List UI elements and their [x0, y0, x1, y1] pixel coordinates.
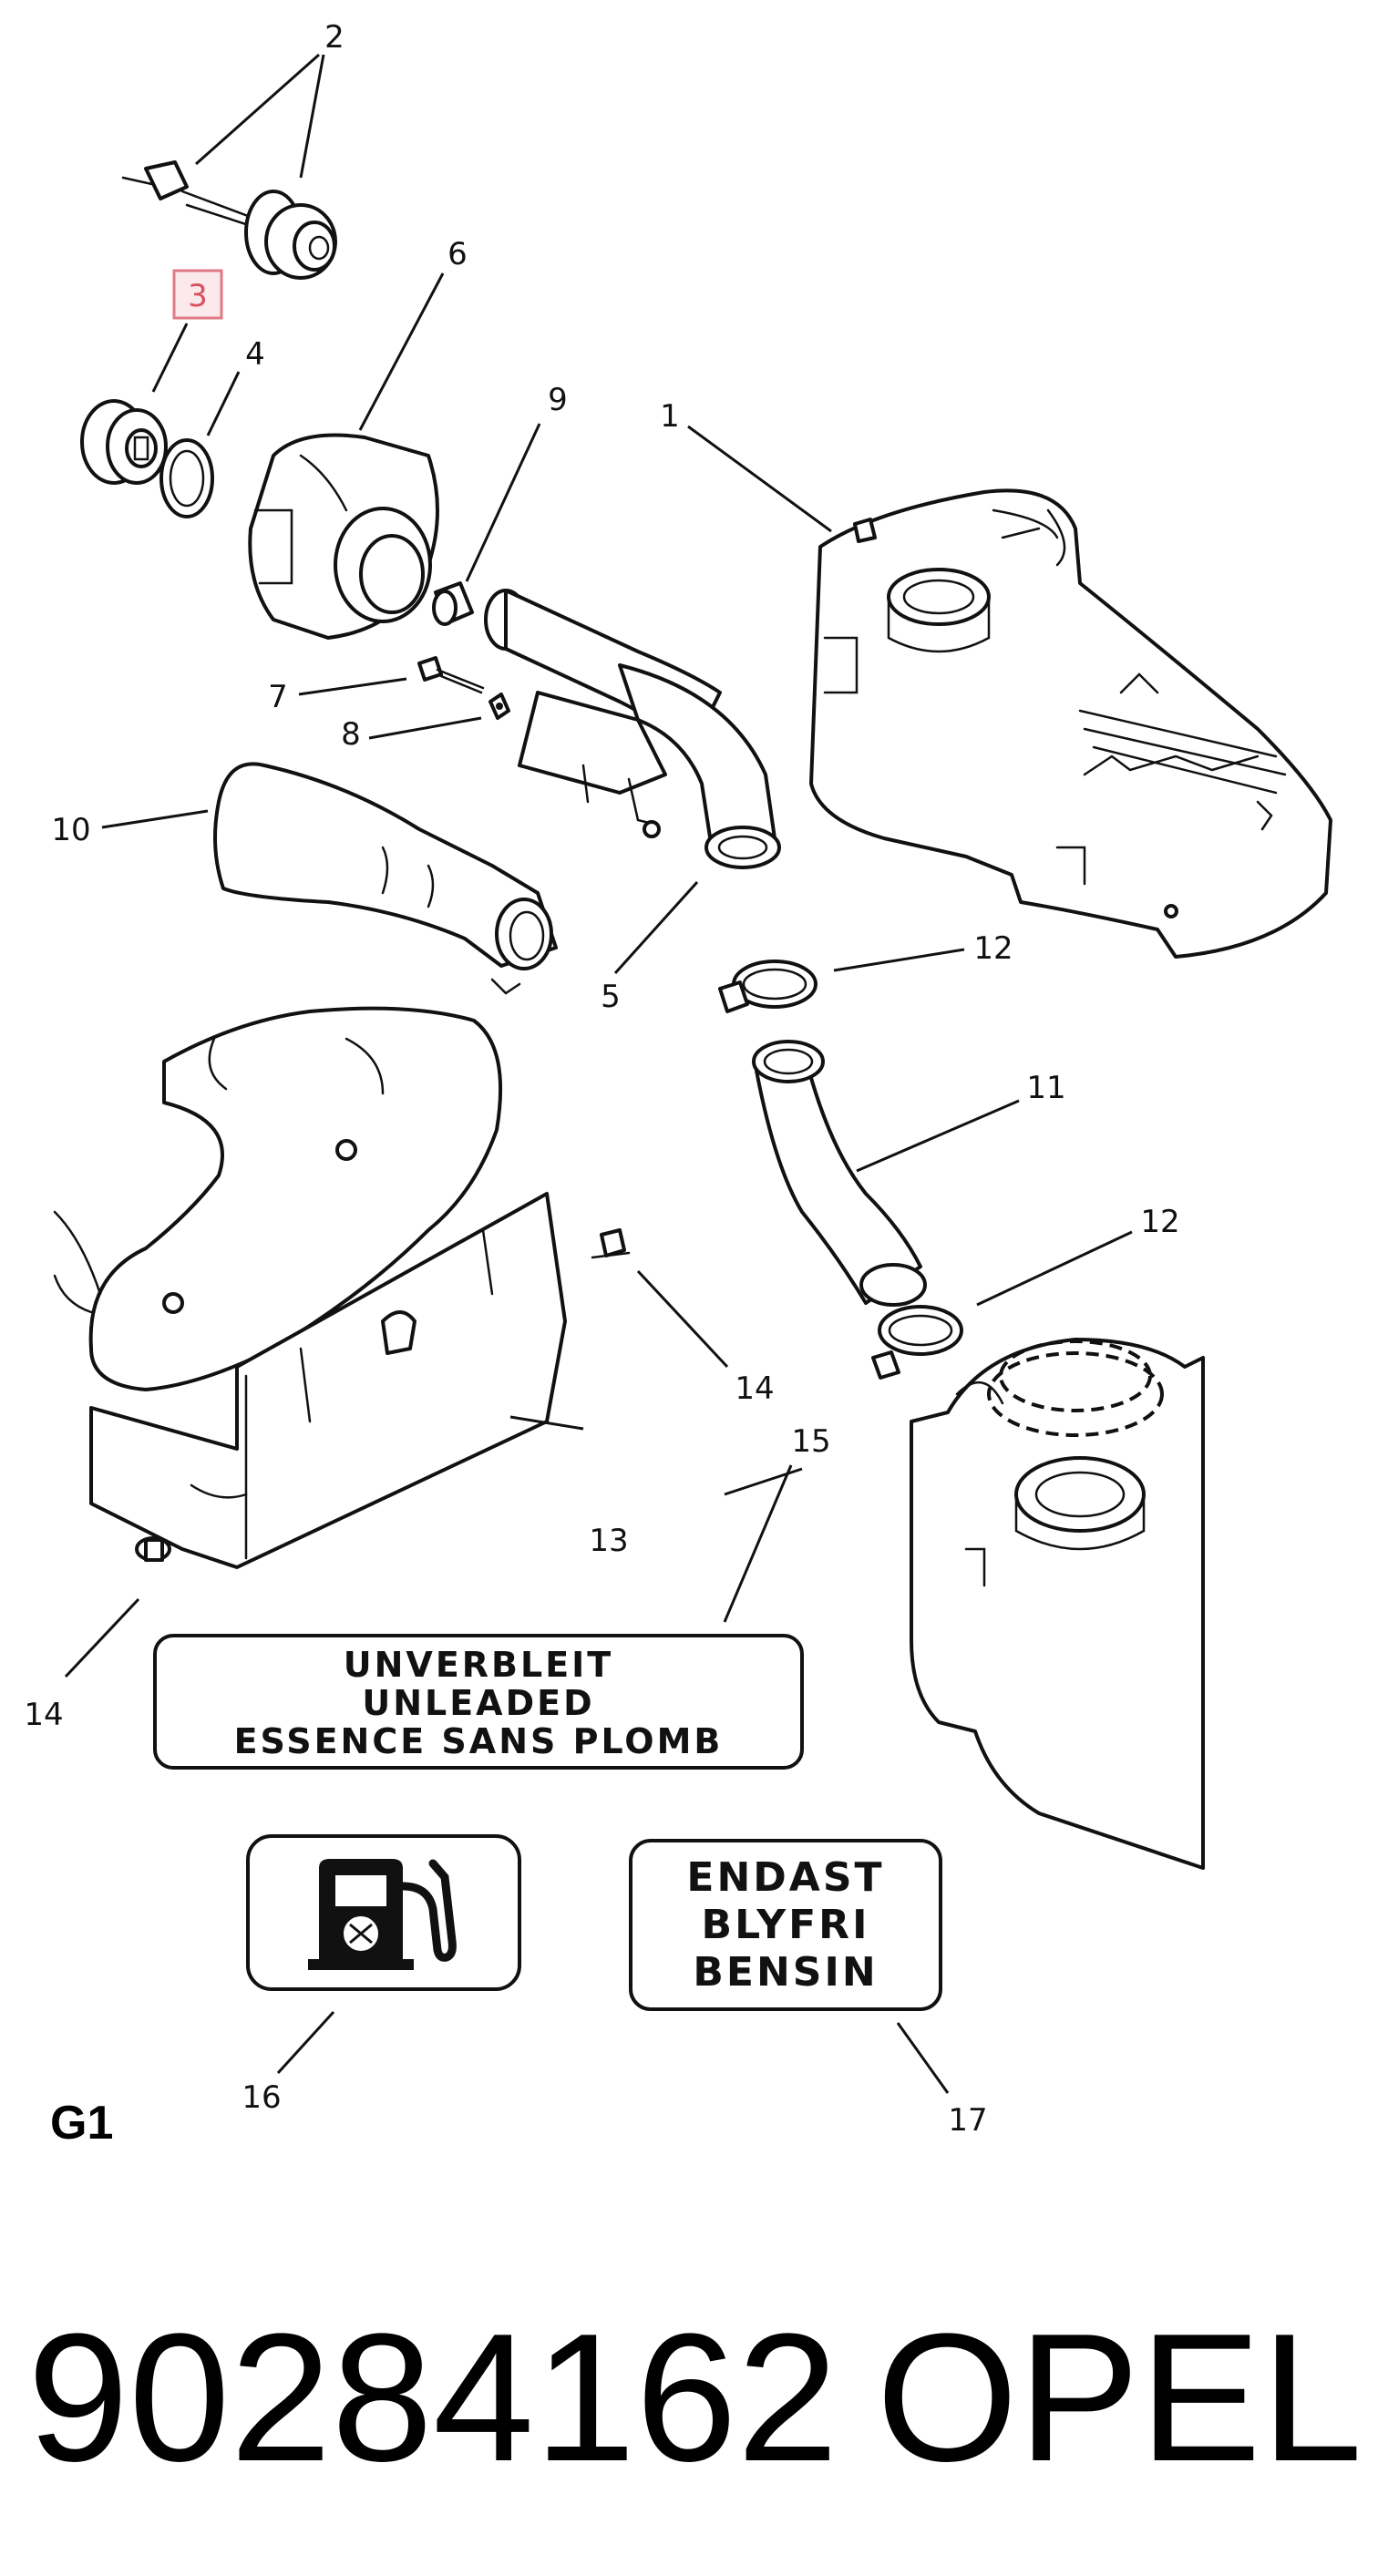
callout-13: 13 [589, 1523, 628, 1559]
callout-numbers: 2 3 4 6 9 1 7 8 10 5 12 11 12 14 15 13 1… [24, 19, 1179, 2139]
part-10-filler-duct [213, 762, 558, 995]
callout-17: 17 [948, 2102, 987, 2139]
callout-10: 10 [51, 812, 90, 848]
part-15-unleaded-sign: UNVERBLEIT UNLEADED ESSENCE SANS PLOMB [153, 1634, 804, 1770]
part-14-nut-lower [135, 1536, 171, 1562]
part-13-heat-shield [89, 1192, 567, 1569]
part-8-washer [488, 693, 510, 720]
callout-16: 16 [242, 2079, 281, 2116]
part-4-seal-ring [159, 438, 214, 518]
part-12-hose-clamp-upper [718, 960, 818, 1013]
sign-15-line-1: UNVERBLEIT [344, 1645, 613, 1685]
sign-17-line-1: ENDAST [686, 1854, 884, 1901]
fuel-tank-lower-view [910, 1338, 1205, 1870]
sign-15-line-3: ESSENCE SANS PLOMB [234, 1721, 724, 1761]
callout-5: 5 [601, 979, 621, 1015]
part-5-filler-neck-pipe [484, 589, 781, 869]
callout-2: 2 [324, 19, 344, 56]
callout-14-lower: 14 [24, 1697, 63, 1733]
part-2-key-and-cap [121, 160, 337, 280]
leader-lines [64, 53, 1133, 2094]
callout-7: 7 [268, 679, 288, 715]
callout-1: 1 [660, 398, 680, 435]
callout-12-upper: 12 [973, 930, 1013, 967]
part-6-filler-housing [248, 433, 439, 640]
callout-3-highlight [172, 269, 223, 320]
part-1-fuel-tank [809, 488, 1332, 959]
part-12-hose-clamp-lower [871, 1305, 963, 1380]
callout-14-upper: 14 [735, 1370, 774, 1407]
part-3-cap [80, 399, 168, 485]
fuel-pump-icon [308, 1859, 457, 1970]
callout-9: 9 [548, 382, 568, 418]
sign-17-line-2: BLYFRI [702, 1902, 870, 1948]
callout-12-lower: 12 [1140, 1204, 1179, 1240]
part-14-nut-upper [591, 1228, 631, 1259]
callout-3: 3 [188, 278, 208, 314]
part-16-fuel-pump-sign [246, 1834, 521, 1991]
callout-15: 15 [791, 1423, 830, 1460]
callout-4: 4 [245, 336, 265, 373]
sign-17-line-3: BENSIN [693, 1949, 878, 1996]
part-9-grommet [432, 581, 474, 626]
callout-8: 8 [341, 716, 361, 753]
part-17-endast-blyfri-sign: ENDAST BLYFRI BENSIN [629, 1839, 942, 2011]
brand-name: OPEL [876, 2296, 1363, 2499]
part-7-screw [417, 656, 485, 694]
part-11-hose [752, 1040, 927, 1307]
callout-6: 6 [447, 236, 468, 272]
part-number: 90284162 [27, 2296, 838, 2499]
callout-11: 11 [1026, 1070, 1065, 1106]
sign-15-line-2: UNLEADED [362, 1683, 594, 1723]
group-label: G1 [50, 2097, 113, 2150]
